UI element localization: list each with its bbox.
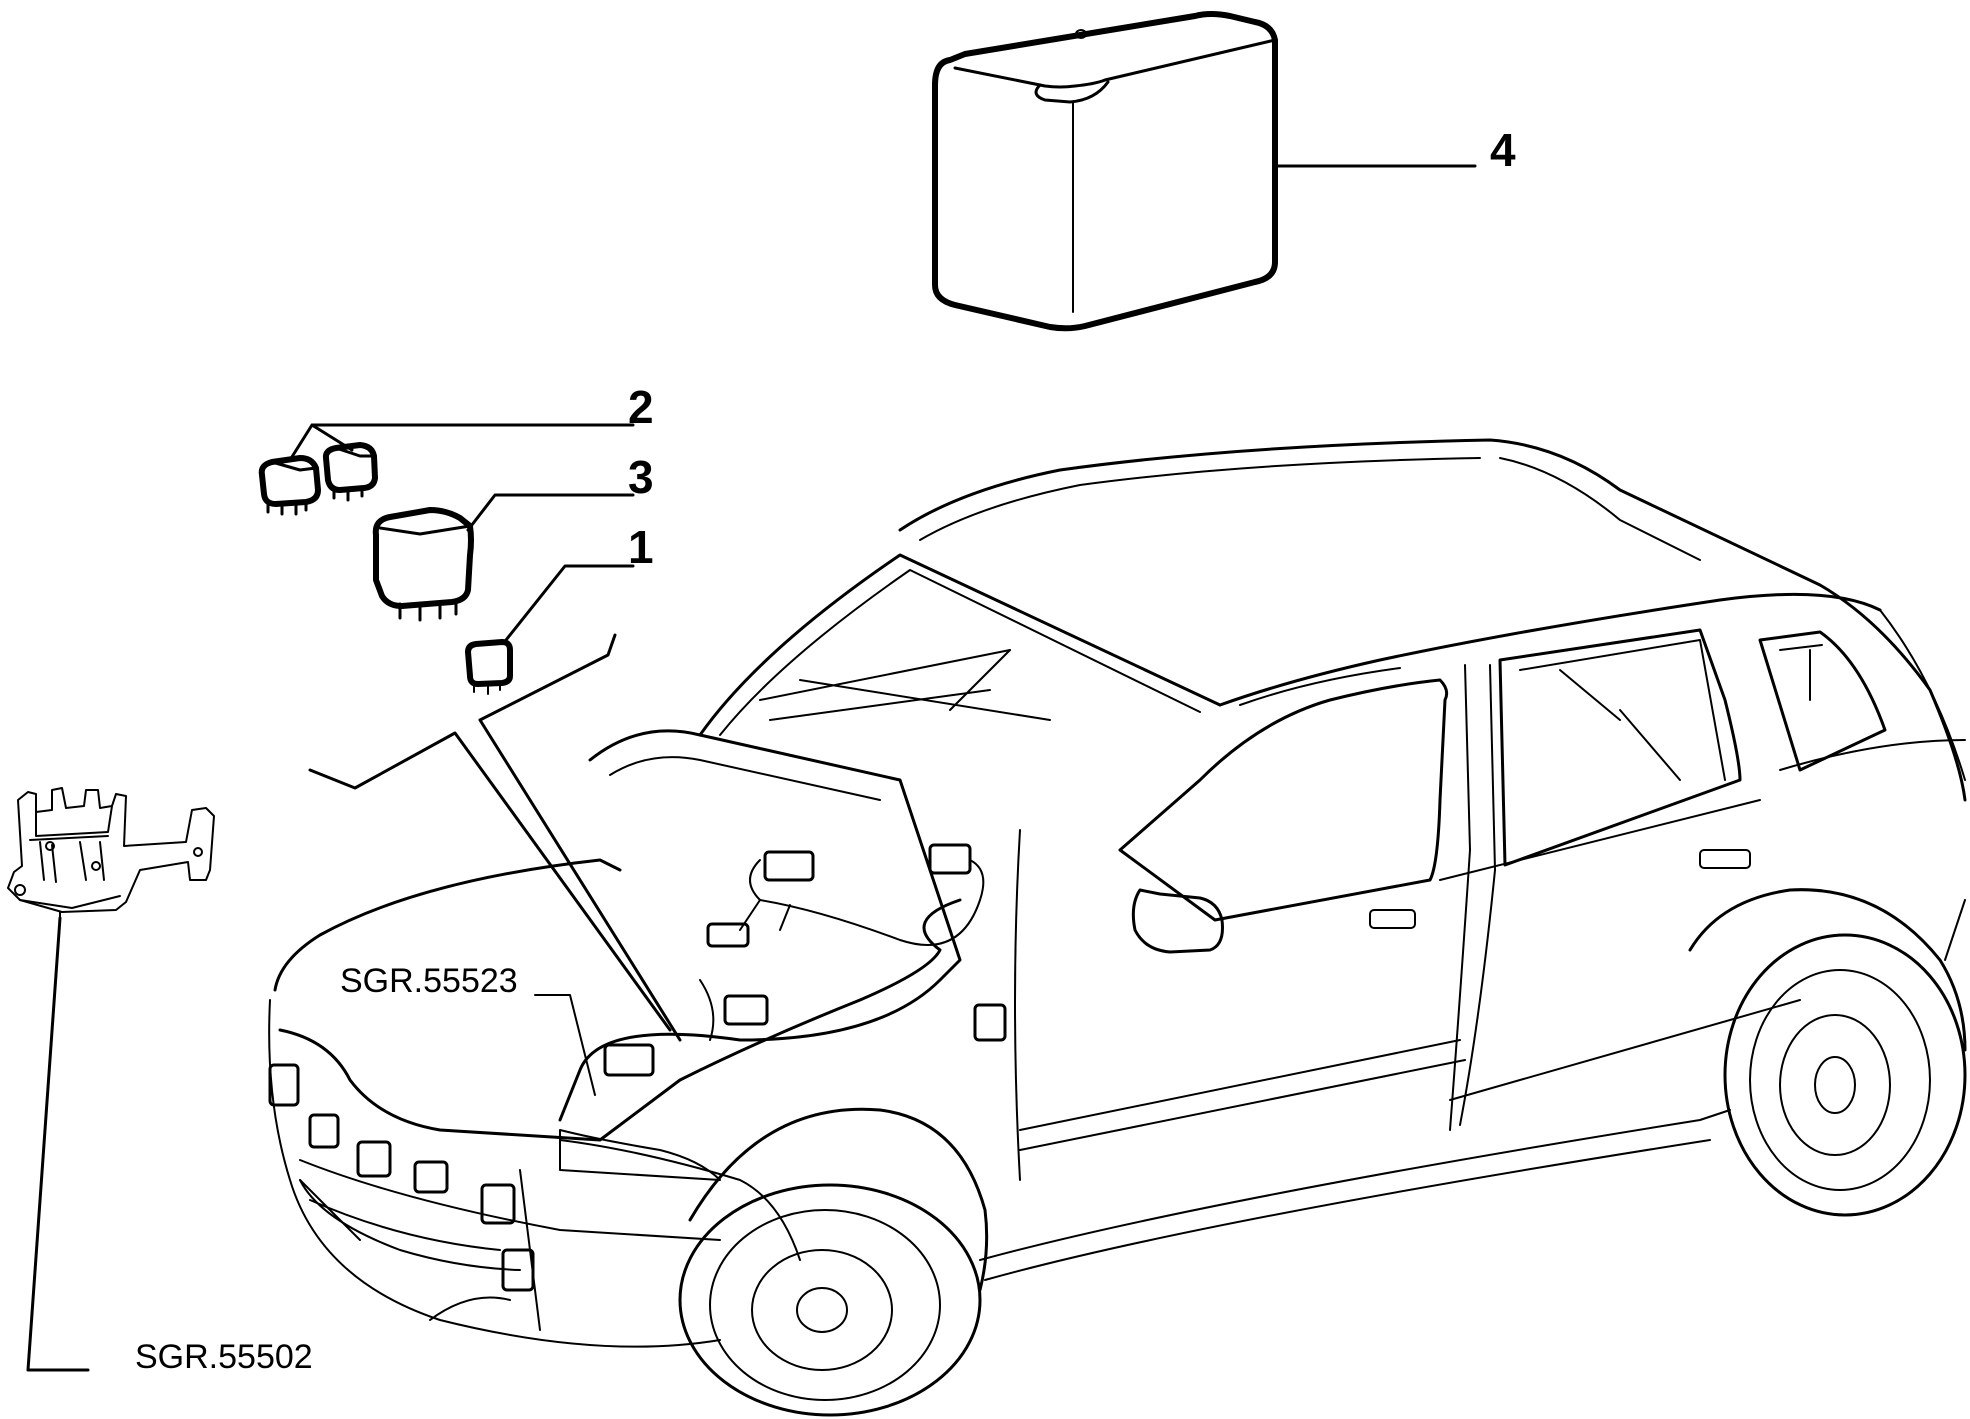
leader-line-1 xyxy=(504,564,635,642)
leader-line-engine-bay-b xyxy=(478,633,682,1042)
callout-4: 4 xyxy=(1490,124,1516,176)
relay-part-3 xyxy=(372,507,474,622)
ref-label-sgr-55523: SGR.55523 xyxy=(340,962,518,1000)
callout-1: 1 xyxy=(628,521,654,573)
leader-line-engine-bay-a xyxy=(308,731,672,1032)
relay-pair-part-2 xyxy=(258,442,378,516)
ref-label-sgr-55502: SGR.55502 xyxy=(135,1338,313,1376)
callout-3: 3 xyxy=(628,451,654,503)
relay-part-1 xyxy=(465,639,513,695)
control-unit-part-4 xyxy=(932,11,1278,332)
leader-line-sgr-55523 xyxy=(534,994,596,1096)
car-body xyxy=(268,438,1967,1417)
leader-line-bracket xyxy=(26,916,90,1372)
bracket-part xyxy=(7,787,215,923)
leader-line-2 xyxy=(288,423,635,462)
callout-2: 2 xyxy=(628,381,654,433)
leader-line-3 xyxy=(466,493,635,532)
